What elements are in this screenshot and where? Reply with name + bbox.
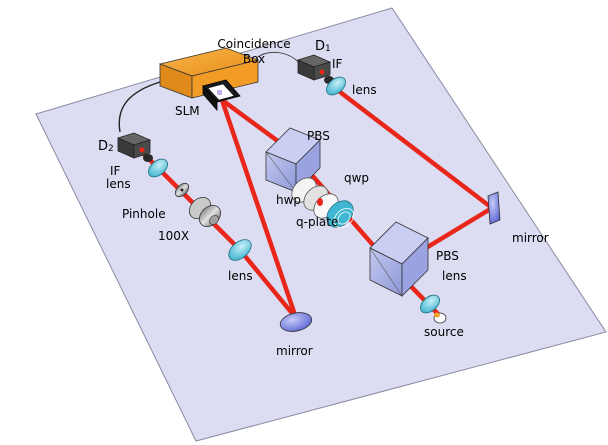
label-lens-middle: lens xyxy=(228,269,253,283)
beam-slm-to-mirror xyxy=(219,97,299,321)
detector-d2 xyxy=(116,132,153,162)
label-if-left: IF xyxy=(110,164,121,178)
label-lens-left: lens xyxy=(106,177,131,191)
lens-top-right xyxy=(326,76,346,96)
label-d2: D2 xyxy=(98,140,114,154)
label-hwp: hwp xyxy=(276,193,302,207)
lens-middle xyxy=(228,239,252,261)
light-source xyxy=(433,312,447,324)
beam-mirror-to-d1 xyxy=(337,89,495,211)
label-lens-top: lens xyxy=(352,83,377,97)
label-d1: D1 xyxy=(315,40,331,54)
label-pbs-bottom: PBS xyxy=(436,249,459,263)
lens-left xyxy=(148,158,168,178)
label-d2-main: D xyxy=(98,139,109,154)
label-source: source xyxy=(424,325,464,339)
beam-mirror-to-lens xyxy=(237,247,299,321)
cable-d1 xyxy=(255,51,301,65)
mirror-right xyxy=(487,191,501,225)
objective-100x xyxy=(188,196,222,228)
label-pbs-top: PBS xyxy=(307,129,330,143)
label-mirror-right: mirror xyxy=(512,231,549,245)
label-q-plate: q-plate xyxy=(296,215,339,229)
label-qwp: qwp xyxy=(344,171,370,185)
label-mirror-bottom: mirror xyxy=(276,344,313,358)
lens-bottom-right xyxy=(420,294,440,314)
detector-d1 xyxy=(296,54,334,84)
coincidence-box xyxy=(158,47,260,99)
label-d1-main: D xyxy=(315,39,326,54)
mirror-bottom xyxy=(279,312,313,332)
q-plate xyxy=(326,200,355,229)
pinhole xyxy=(174,182,190,198)
label-coincidence-box-line2: Box xyxy=(242,52,266,66)
label-slm: SLM xyxy=(175,104,200,118)
label-pinhole: Pinhole xyxy=(122,207,166,221)
pbs-cube-upper xyxy=(265,127,321,193)
cable-d2 xyxy=(118,81,161,133)
label-lens-bottom-right: lens xyxy=(442,269,467,283)
label-coincidence-box-line1: Coincidence xyxy=(217,37,291,51)
label-objective-100x: 100X xyxy=(158,229,190,243)
label-d1-subscript: 1 xyxy=(325,44,331,54)
pbs-cube-lower xyxy=(369,221,429,297)
label-d2-subscript: 2 xyxy=(108,144,114,154)
label-if-top: IF xyxy=(332,57,343,71)
optical-table xyxy=(35,7,607,442)
slm xyxy=(202,79,241,112)
